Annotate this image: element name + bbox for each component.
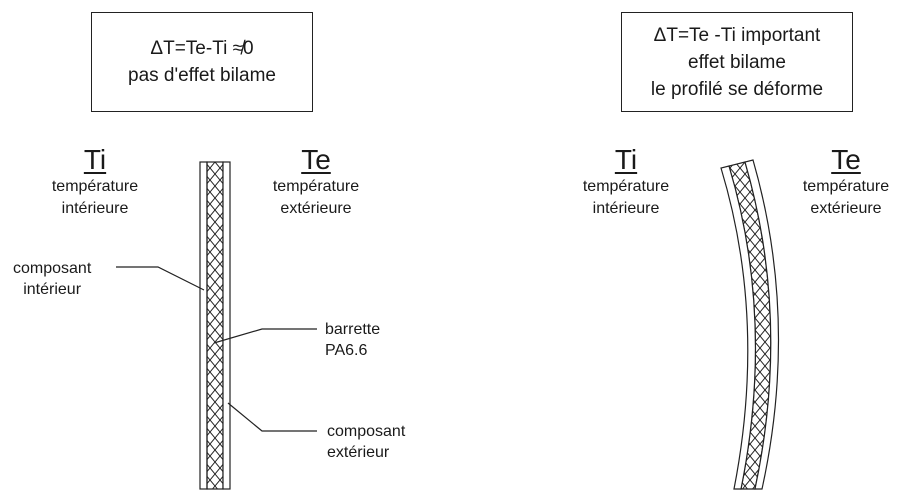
- ti-desc-line2-right: intérieure: [592, 200, 660, 217]
- te-desc-line2-left: extérieure: [280, 200, 352, 217]
- interior-component-strip: [199, 161, 208, 490]
- ti-description-right: température intérieure: [561, 176, 691, 220]
- exterior-component-leader: [227, 402, 317, 432]
- te-desc-line1-left: température: [272, 178, 360, 195]
- interior-component-label-line2: intérieur: [23, 281, 82, 298]
- ti-description-left: température intérieure: [30, 176, 160, 220]
- ti-symbol-left: Ti: [83, 144, 107, 175]
- te-description-right: température extérieure: [781, 176, 911, 220]
- interior-component-label-line1: composant: [13, 260, 92, 277]
- curved-profile: [720, 159, 780, 490]
- no-bimetal-effect-text: pas d'effet bilame: [128, 65, 276, 86]
- pa66-bar-label-line1: barrette: [325, 321, 381, 338]
- te-symbol-right: Te: [831, 144, 861, 175]
- bimetal-effect-text: effet bilame: [688, 51, 786, 73]
- curved-interior-component: [720, 165, 757, 490]
- exterior-component-label: composant extérieur: [327, 421, 405, 463]
- ti-desc-line1-right: température: [582, 178, 670, 195]
- no-bimetal-effect-box: ΔT=Te-Ti ≉0 pas d'effet bilame: [91, 12, 313, 112]
- pa66-bar-label-line2: PA6.6: [325, 342, 368, 359]
- te-desc-line1-right: température: [802, 178, 890, 195]
- te-desc-line2-right: extérieure: [810, 200, 882, 217]
- exterior-component-label-line1: composant: [327, 423, 406, 440]
- ti-desc-line1-left: température: [51, 178, 139, 195]
- profile-deforms-text: le profilé se déforme: [650, 78, 824, 100]
- interior-component-leader: [116, 266, 205, 291]
- straight-profile: [199, 161, 231, 490]
- exterior-component-label-line2: extérieur: [327, 444, 390, 461]
- pa66-bar-leader: [213, 328, 317, 344]
- delta-t-equation: ΔT=Te-Ti ≉0: [150, 38, 254, 59]
- ti-symbol-right: Ti: [614, 144, 638, 175]
- pa66-bar-label: barrette PA6.6: [325, 319, 380, 361]
- te-symbol-left: Te: [301, 144, 331, 175]
- ti-desc-line2-left: intérieure: [61, 200, 129, 217]
- pa66-bar-strip: [206, 161, 224, 490]
- curved-exterior-component: [744, 159, 780, 490]
- exterior-component-strip: [222, 161, 231, 490]
- te-description-left: température extérieure: [251, 176, 381, 220]
- bimetal-effect-box: ΔT=Te -Ti important effet bilame le prof…: [621, 12, 853, 112]
- delta-t-important-equation: ΔT=Te -Ti important: [653, 24, 821, 46]
- interior-component-label: composant intérieur: [13, 258, 91, 300]
